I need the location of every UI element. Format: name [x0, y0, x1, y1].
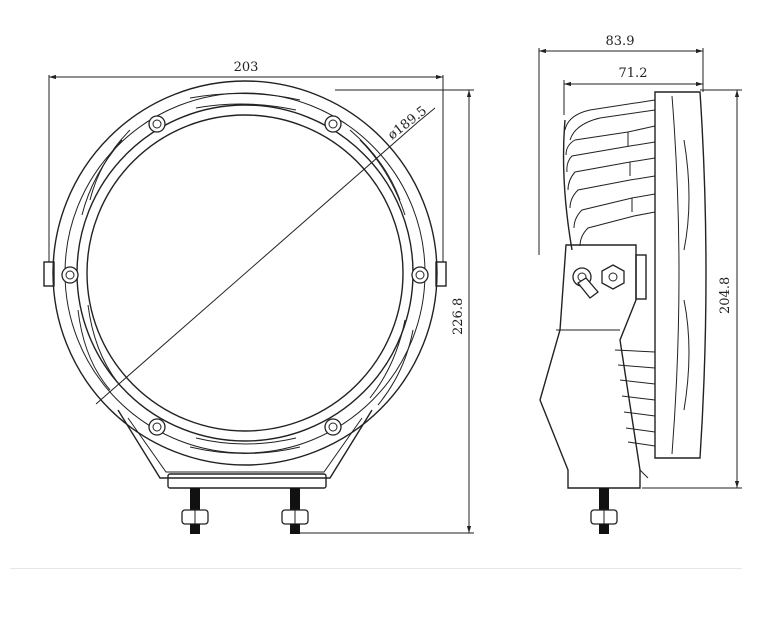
body-dimension-label: 71.2 [619, 66, 648, 81]
side-fasteners [572, 264, 625, 299]
mount-bracket [117, 409, 373, 489]
width-dimension-label: 203 [234, 60, 259, 75]
bezel-screws [61, 115, 429, 436]
side-bezel-profile [654, 91, 707, 459]
side-bracket-tab [635, 254, 647, 300]
height-dimension-label: 226.8 [451, 298, 466, 335]
housing-outer-ring [52, 80, 438, 466]
diameter-leader-line [95, 121, 419, 405]
side-height-dimension-label: 204.8 [718, 277, 733, 314]
left-mount-tab [43, 261, 55, 287]
diameter-leader-tail [417, 107, 436, 123]
lens-ring [86, 114, 404, 432]
bezel-grooves [77, 92, 414, 454]
front-view: 203 ø189.5 [43, 60, 474, 534]
right-mount-tab [435, 261, 447, 287]
side-bezel-groove-bottom [683, 299, 690, 411]
bottom-divider [10, 568, 742, 569]
side-bezel-inner [671, 95, 680, 455]
depth-dimension-label: 83.9 [606, 34, 635, 49]
side-bezel-groove-top [683, 139, 690, 251]
bracket-cable [639, 469, 649, 479]
side-view: 83.9 71.2 [538, 34, 742, 534]
diameter-label: ø189.5 [385, 104, 430, 144]
mount-bolts [181, 488, 309, 534]
side-bolt [590, 488, 618, 534]
housing-rear-edge-top [562, 119, 573, 251]
